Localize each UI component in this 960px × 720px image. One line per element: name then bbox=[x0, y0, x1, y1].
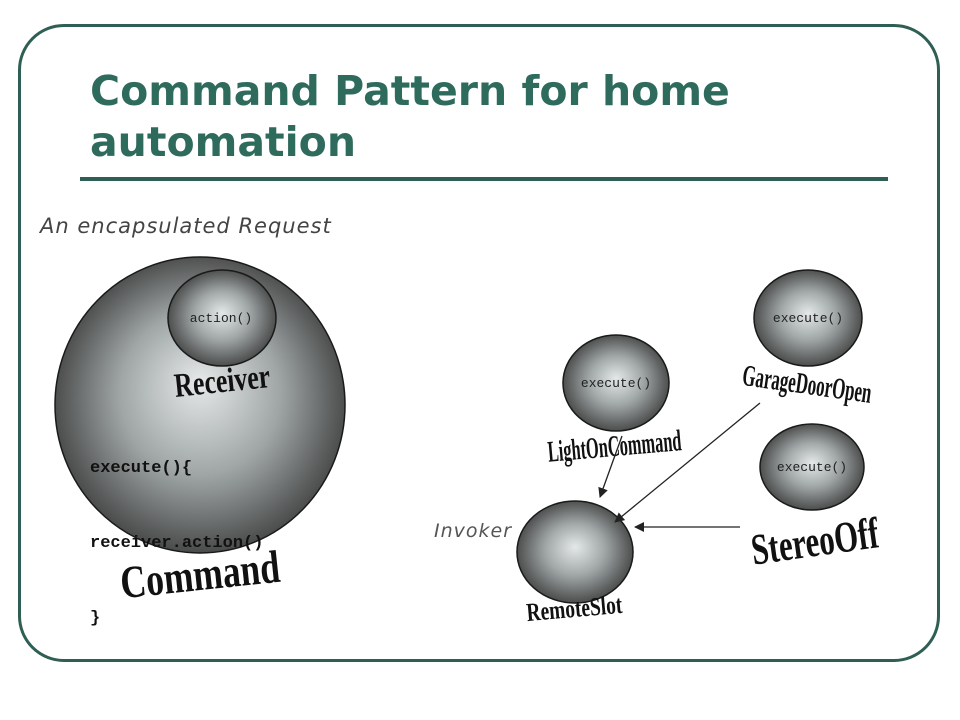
light-on-command-sphere bbox=[562, 334, 670, 432]
stereo-off-sphere bbox=[759, 423, 865, 511]
encapsulated-request-caption: An encapsulated Request bbox=[40, 214, 332, 238]
remote-slot-sphere bbox=[516, 500, 634, 604]
garage-door-open-method: execute() bbox=[773, 311, 843, 326]
arrow-light-to-remote bbox=[598, 435, 623, 498]
title-divider bbox=[80, 177, 888, 181]
code-line: receiver.action() bbox=[90, 534, 264, 553]
receiver-sphere bbox=[167, 269, 277, 367]
light-on-command-method: execute() bbox=[581, 376, 651, 391]
receiver-method: action() bbox=[190, 311, 252, 326]
invoker-caption: Invoker bbox=[434, 520, 513, 542]
slide-title: Command Pattern for home automation bbox=[90, 67, 730, 166]
light-on-command-label: LightOnCommand bbox=[546, 424, 683, 469]
stereo-off-method: execute() bbox=[777, 460, 847, 475]
remote-slot-label: RemoteSlot bbox=[525, 590, 623, 627]
execute-code-block: execute(){ receiver.action() } bbox=[90, 406, 263, 656]
arrow-garage-to-remote bbox=[614, 402, 761, 523]
code-line: } bbox=[90, 609, 101, 628]
code-line: execute(){ bbox=[90, 459, 193, 478]
stereo-off-label: StereoOff bbox=[748, 508, 883, 574]
garage-door-open-sphere bbox=[753, 269, 863, 367]
